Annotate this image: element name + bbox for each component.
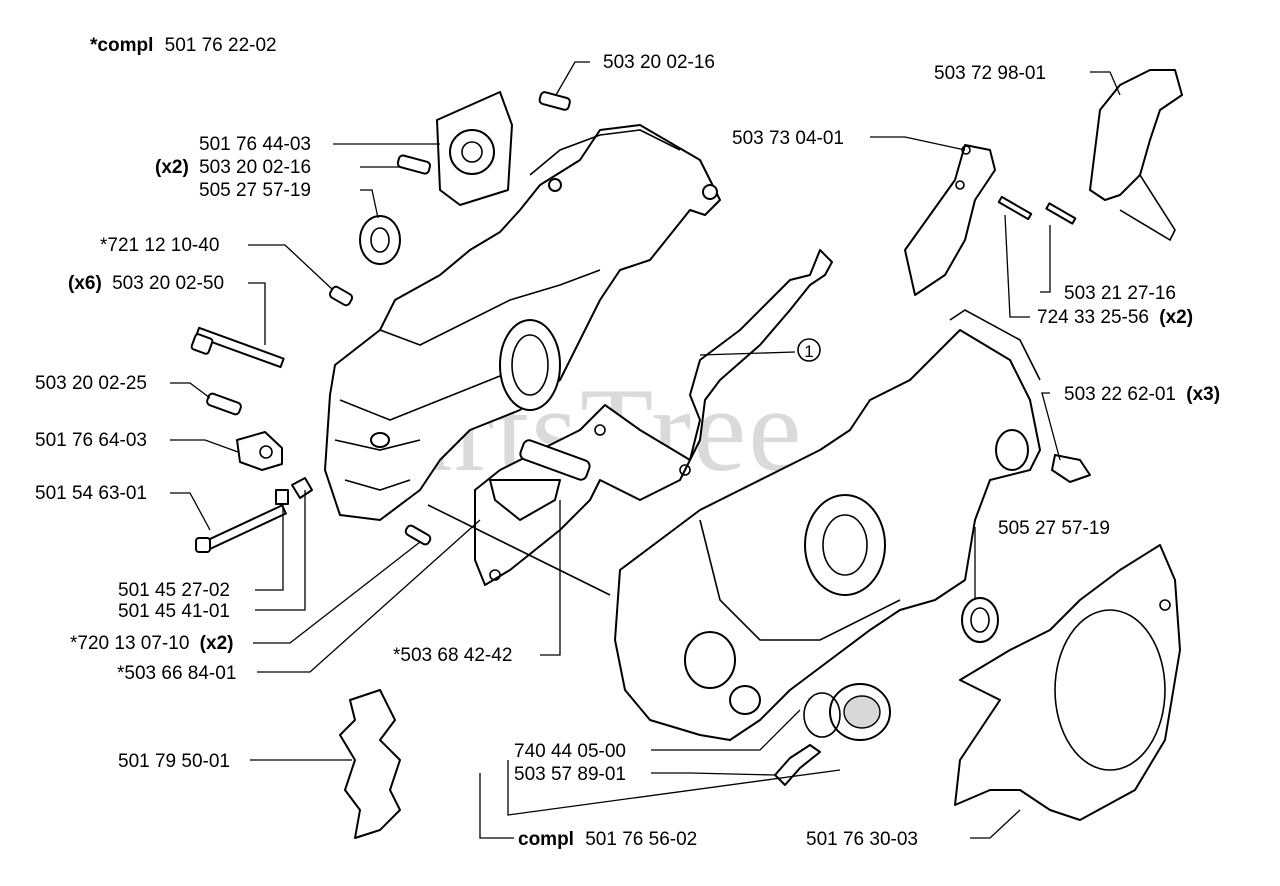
screw-small-drawing xyxy=(206,392,242,416)
callout-marker: 1 xyxy=(804,342,813,361)
label-505-27-57-19-left[interactable]: 505 27 57-19 xyxy=(199,180,311,201)
label-503-20-02-25[interactable]: 503 20 02-25 xyxy=(35,373,147,394)
seal-left-drawing xyxy=(359,215,401,265)
qty-x2-b: (x2) xyxy=(200,633,234,654)
part-503-20-02-50: 503 20 02-50 xyxy=(112,273,224,294)
starter-cover-drawing xyxy=(954,544,1181,821)
compl-top-prefix: *compl xyxy=(90,35,153,56)
label-503-73-04-01[interactable]: 503 73 04-01 xyxy=(732,128,844,149)
label-501-76-44-03[interactable]: 501 76 44-03 xyxy=(199,134,311,155)
seal-right-drawing xyxy=(961,597,999,643)
label-503-22-62-01-x3[interactable]: 503 22 62-01 (x3) xyxy=(1064,384,1220,405)
label-501-79-50-01[interactable]: 501 79 50-01 xyxy=(118,751,230,772)
compl-bottom-prefix: compl xyxy=(518,829,574,850)
qty-x6: (x6) xyxy=(68,273,102,294)
part-503-20-02-16-a: 503 20 02-16 xyxy=(199,157,311,178)
callout-circle xyxy=(797,338,821,362)
crankcase-left-drawing xyxy=(324,124,721,521)
label-503-20-02-16-top[interactable]: 503 20 02-16 xyxy=(603,52,715,73)
part-503-22-62-01: 503 22 62-01 xyxy=(1064,384,1176,405)
leader-lines xyxy=(170,61,1121,839)
clamp-drawing xyxy=(236,431,283,471)
fitting-drawing xyxy=(489,439,591,521)
plate-drawing xyxy=(904,144,996,296)
label-721-12-10-40[interactable]: *721 12 10-40 xyxy=(100,235,219,256)
label-501-76-30-03[interactable]: 501 76 30-03 xyxy=(806,829,918,850)
label-724-33-25-56-x2[interactable]: 724 33 25-56 (x2) xyxy=(1037,307,1193,328)
part-724-33-25-56: 724 33 25-56 xyxy=(1037,307,1149,328)
label-503-20-02-16-x2[interactable]: (x2) 503 20 02-16 xyxy=(155,157,311,178)
guard-top-right-drawing xyxy=(1089,69,1183,242)
qty-x3: (x3) xyxy=(1186,384,1220,405)
crankcase-right-drawing xyxy=(614,309,1041,741)
compl-top-number: 501 76 22-02 xyxy=(165,35,277,56)
label-501-45-41-01[interactable]: 501 45 41-01 xyxy=(118,601,230,622)
cover-plate-drawing xyxy=(436,91,513,206)
compl-top-label: *compl 501 76 22-02 xyxy=(90,35,277,56)
label-505-27-57-19-right[interactable]: 505 27 57-19 xyxy=(998,518,1110,539)
label-501-45-27-02[interactable]: 501 45 27-02 xyxy=(118,580,230,601)
label-720-13-07-10-x2[interactable]: *720 13 07-10 (x2) xyxy=(70,633,233,654)
pin-drawing xyxy=(328,285,354,307)
screw-top-drawing xyxy=(538,91,571,111)
nut-washer-drawing xyxy=(275,477,313,505)
bumper-spike-drawing xyxy=(339,689,401,839)
label-501-54-63-01[interactable]: 501 54 63-01 xyxy=(35,483,147,504)
label-503-72-98-01[interactable]: 503 72 98-01 xyxy=(934,63,1046,84)
screw-cover-drawing xyxy=(396,154,432,175)
qty-x2-a: (x2) xyxy=(155,157,189,178)
label-503-20-02-50-x6[interactable]: (x6) 503 20 02-50 xyxy=(68,273,224,294)
label-503-68-42-42[interactable]: *503 68 42-42 xyxy=(393,645,512,666)
compl-bottom-label[interactable]: compl 501 76 56-02 xyxy=(518,829,697,850)
adjust-screw-drawing xyxy=(195,504,287,553)
screw-pair-drawing xyxy=(997,195,1077,225)
qty-x2-c: (x2) xyxy=(1159,307,1193,328)
gasket-drawing xyxy=(474,249,833,586)
part-720-13-07-10: *720 13 07-10 xyxy=(70,633,189,654)
label-503-66-84-01[interactable]: *503 66 84-01 xyxy=(117,663,236,684)
long-bolt-drawing xyxy=(190,326,285,369)
label-501-76-64-03[interactable]: 501 76 64-03 xyxy=(35,430,147,451)
oil-cap-drawing xyxy=(774,683,891,786)
label-740-44-05-00[interactable]: 740 44 05-00 xyxy=(514,741,626,762)
compl-bottom-number: 501 76 56-02 xyxy=(585,829,697,850)
wire-drawing xyxy=(427,504,611,596)
dowel-pin-drawing xyxy=(404,524,432,546)
bracket-drawing xyxy=(1051,454,1091,483)
label-503-21-27-16[interactable]: 503 21 27-16 xyxy=(1064,283,1176,304)
label-503-57-89-01[interactable]: 503 57 89-01 xyxy=(514,764,626,785)
